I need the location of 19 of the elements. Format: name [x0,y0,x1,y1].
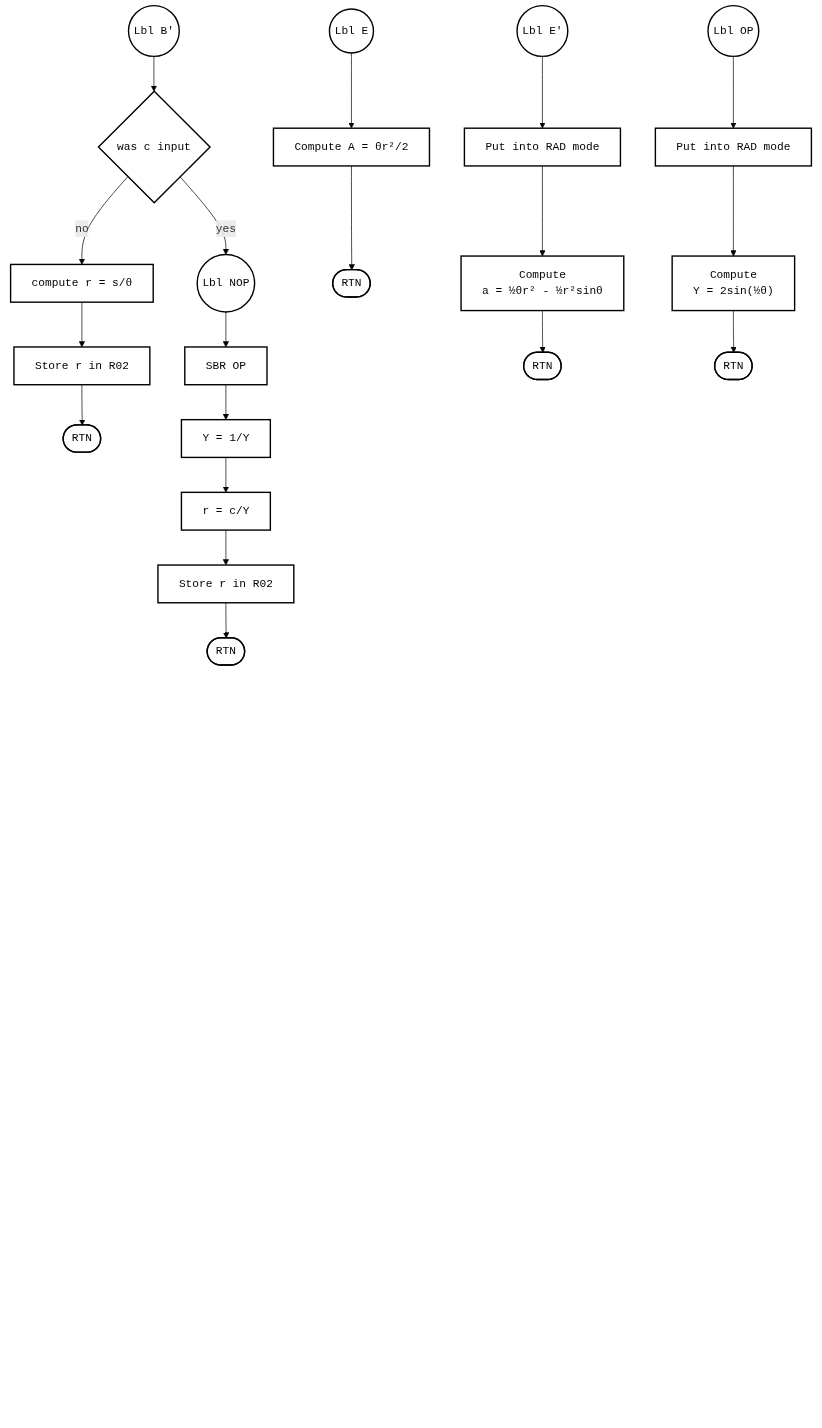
node-box: compute r = s/θ [9,263,154,303]
node-circle: Lbl OP [707,4,760,58]
node-circle: Lbl E' [516,4,569,58]
node-box: Store r in R02 [157,564,295,604]
node-box: Y = 1/Y [180,418,272,459]
edge-label: no [75,222,89,235]
node-circle: Lbl E [328,8,375,54]
node-box: Put into RAD mode [654,127,813,167]
node-box: Compute Y = 2sin(½θ) [671,255,796,312]
node-box: Put into RAD mode [463,127,622,167]
node-box: SBR OP [184,346,268,386]
node-diamond: was c input [97,90,212,204]
node-circle: Lbl B' [127,4,180,58]
edge-label: yes [215,222,236,235]
node-box: r = c/Y [180,491,272,531]
node-box: Store r in R02 [13,346,151,386]
node-box: Compute A = θr²/2 [272,127,431,167]
node-circle: Lbl NOP [196,253,256,313]
node-box: Compute a = ½θr² - ½r²sinθ [460,255,625,312]
